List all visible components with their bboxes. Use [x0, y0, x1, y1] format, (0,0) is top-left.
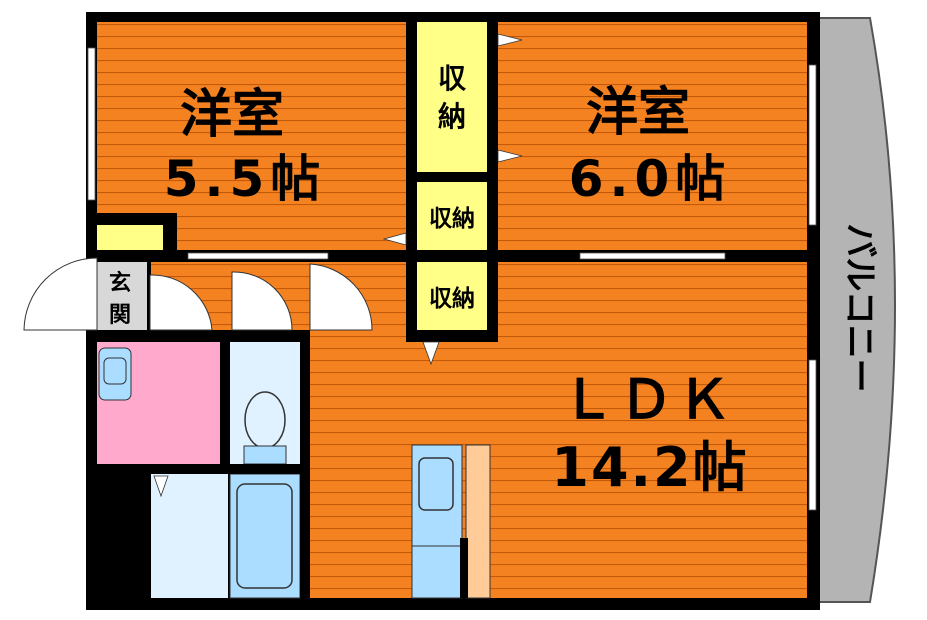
kitchen-side-counter [465, 444, 491, 599]
balcony [817, 17, 896, 603]
wall-v-bath [147, 474, 151, 598]
shoe-closet [97, 225, 163, 250]
western1-size: 5.5帖 [164, 150, 327, 208]
closet-top-label-1: 収 [438, 62, 467, 95]
closet-low-label: 収納 [429, 285, 475, 312]
door-swing-entrance [23, 257, 98, 331]
room-western2-floor [498, 22, 807, 250]
wash-basin-inner [103, 357, 127, 385]
door-swing-ldk [309, 263, 373, 331]
toilet-tank [243, 445, 287, 465]
closet-top [417, 22, 487, 172]
closet-mid-label: 収納 [429, 205, 475, 232]
ldk-size: 14.2帖 [551, 436, 748, 499]
room-ldk-floor [310, 330, 807, 598]
closet-arrow-2 [497, 149, 523, 163]
window-right-bottom [808, 359, 817, 511]
kitchen-sink [418, 457, 454, 511]
closet-arrow-1 [497, 33, 523, 47]
window-left [87, 47, 96, 201]
bath-dressing [150, 474, 228, 598]
ldk-name: ＬＤＫ [561, 368, 735, 431]
wall-shoe-top [86, 213, 177, 225]
closet-top-label-2: 納 [438, 100, 466, 133]
closet-mid [417, 182, 487, 250]
western1-name: 洋室 [180, 85, 284, 145]
sliding-door-1 [187, 252, 329, 260]
window-right-top [808, 64, 817, 226]
dark-closet [97, 474, 147, 598]
wall-entrance-right [147, 262, 151, 330]
western2-name: 洋室 [586, 83, 690, 143]
wall-h-washroom [86, 464, 310, 474]
wall-v-wash [220, 330, 230, 474]
balcony-label-group: バルコニー [840, 223, 880, 392]
wall-h-closet1 [406, 172, 498, 182]
entrance-label-2: 関 [109, 303, 131, 328]
bath-arrow [153, 475, 169, 498]
closet-arrow-3 [382, 232, 407, 246]
wall-h-closet2 [406, 330, 498, 342]
bathtub [236, 483, 293, 589]
door-swing-wash [149, 274, 213, 331]
wall-h-bath [86, 330, 310, 342]
toilet-bowl [244, 391, 286, 449]
western2-size: 6.0帖 [569, 150, 732, 208]
sliding-door-2 [579, 252, 726, 260]
entrance-label-1: 玄 [109, 270, 131, 296]
closet-arrow-4 [422, 341, 440, 366]
kitchen-pillar [460, 538, 468, 598]
balcony-label: バルコニー [840, 223, 880, 392]
closet-low [417, 262, 487, 330]
entrance-floor [97, 262, 147, 330]
door-swing-toilet [231, 271, 293, 331]
room-western1-floor [97, 22, 407, 250]
